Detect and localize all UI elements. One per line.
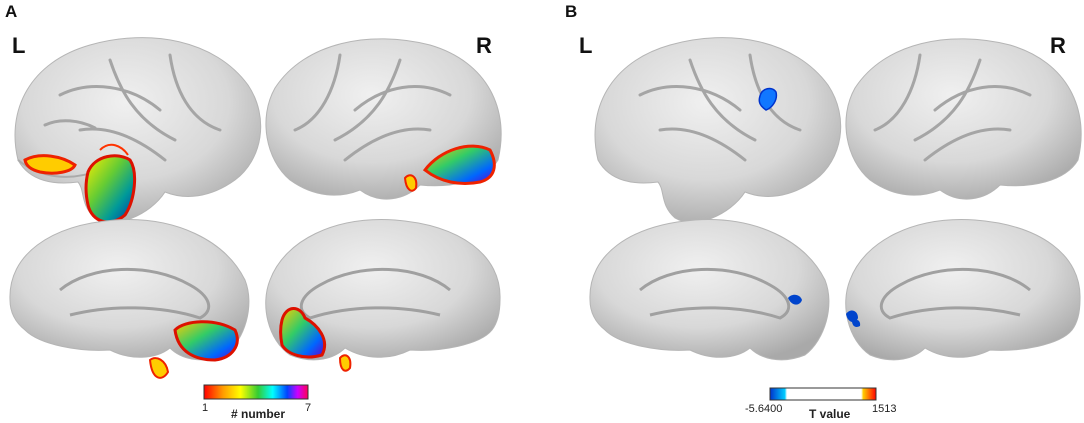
panel-a-colorbar (203, 384, 309, 400)
panel-b-colorbar-title: T value (809, 407, 851, 421)
panel-a-colorbar-min: 1 (202, 402, 209, 414)
panel-b-right-lateral-brain (845, 38, 1082, 200)
panel-a-left-hemisphere-label: L (12, 33, 26, 58)
panel-b-left-hemisphere-label: L (579, 33, 593, 58)
panel-a-left-lateral-brain (14, 37, 262, 224)
panel-b-colorbar (769, 387, 877, 401)
panel-b-left-medial-brain (589, 219, 830, 361)
panel-a-right-hemisphere-label: R (476, 33, 492, 58)
panel-b-right-hemisphere-label: R (1050, 33, 1066, 58)
panel-a-colorbar-title: # number (231, 407, 286, 421)
panel-a-left-medial-brain (9, 219, 250, 379)
panel-b-colorbar-min: -5.6400 (745, 403, 783, 415)
panel-a-letter: A (5, 2, 18, 21)
panel-b-right-medial-brain (845, 219, 1081, 361)
panel-a-colorbar-max: 7 (305, 402, 312, 414)
panel-b-letter: B (565, 2, 578, 21)
panel-a-right-lateral-brain (265, 38, 502, 200)
panel-a-right-medial-brain (265, 219, 501, 372)
panel-b-left-lateral-brain (594, 37, 842, 223)
panel-b-colorbar-max: 1513 (872, 403, 897, 415)
